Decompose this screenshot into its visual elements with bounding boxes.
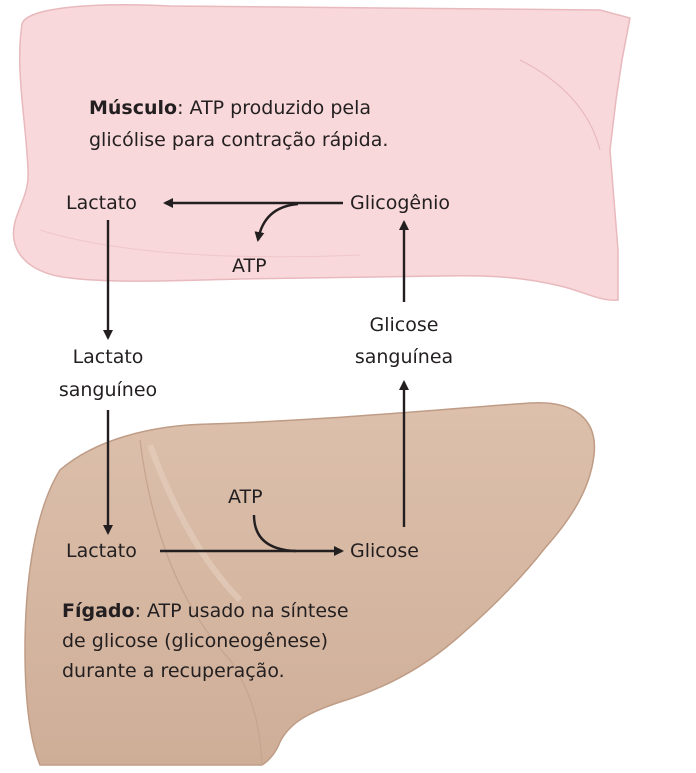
- liver-caption-line3: durante a recuperação.: [62, 660, 285, 682]
- muscle-caption-line2: glicólise para contração rápida.: [89, 129, 388, 151]
- label-lactate-liver: Lactato: [66, 540, 137, 562]
- liver-shape: [25, 403, 594, 765]
- label-blood-lactate: Lactato: [73, 346, 144, 368]
- label-atp-liver: ATP: [228, 486, 263, 508]
- liver-caption-line2: de glicose (gliconeogênese): [62, 630, 328, 652]
- label-lactate-muscle: Lactato: [66, 192, 137, 214]
- label-blood-glucose: Glicose: [370, 314, 439, 336]
- label-blood-glucose-line2: sanguínea: [355, 346, 453, 368]
- muscle-caption: Músculo: ATP produzido pela: [89, 97, 371, 119]
- liver-caption: Fígado: ATP usado na síntese: [62, 600, 349, 622]
- label-glycogen: Glicogênio: [350, 192, 450, 214]
- label-blood-lactate-line2: sanguíneo: [59, 379, 157, 401]
- label-atp-muscle: ATP: [232, 255, 267, 277]
- muscle-shape: [13, 5, 630, 300]
- label-glucose-liver: Glicose: [350, 540, 419, 562]
